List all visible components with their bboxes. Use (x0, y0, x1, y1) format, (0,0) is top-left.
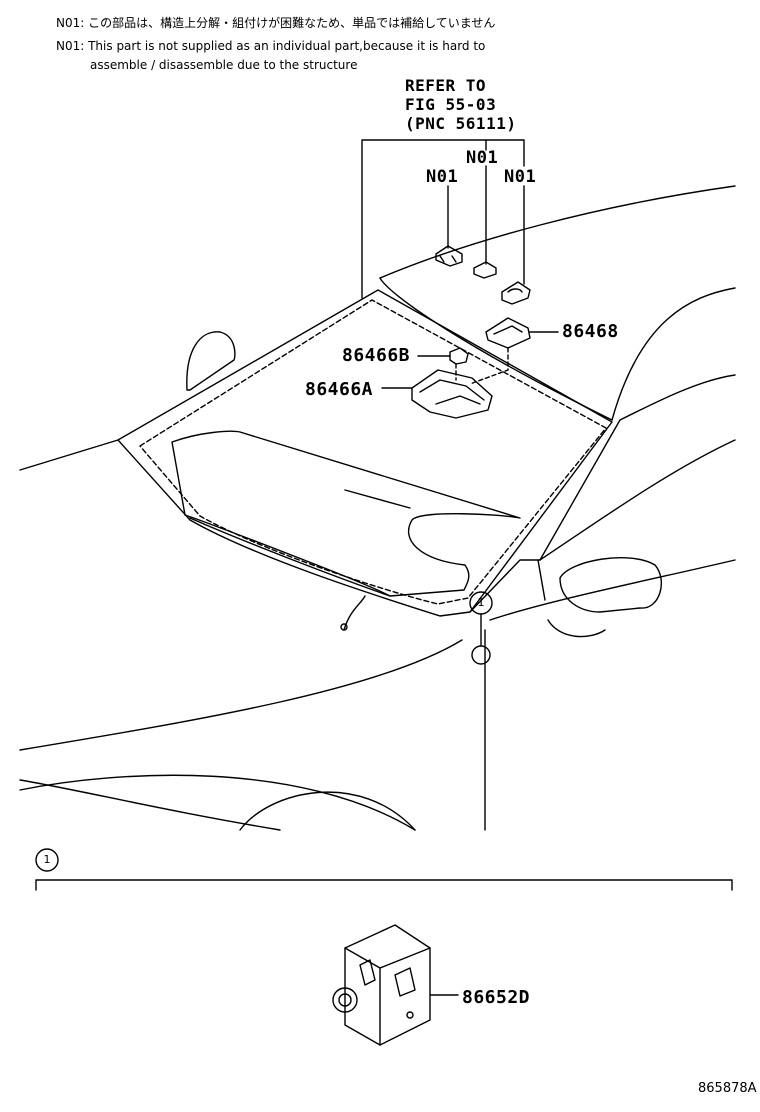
callout-dot (471, 645, 491, 665)
note-en-line1: N01: This part is not supplied as an ind… (56, 39, 486, 53)
dashboard (171, 430, 521, 597)
clip-mid (473, 261, 497, 279)
section-rule (35, 879, 733, 891)
right-mirror-base (547, 619, 606, 638)
note-jp: N01: この部品は、構造上分解・組付けが困難なため、単品では補給していません (56, 16, 496, 30)
part-86652d-label[interactable]: 86652D (462, 987, 531, 1008)
windshield-outer (117, 289, 613, 617)
door-beltline (489, 559, 736, 621)
windshield-inner (139, 299, 607, 605)
roof-line (379, 185, 736, 279)
refer-line2: FIG 55-03 (405, 95, 497, 114)
hood-left-edge (19, 779, 281, 831)
n01-left-label: N01 (426, 167, 459, 187)
clip-left (435, 245, 463, 267)
assembly-dash-1 (469, 347, 509, 385)
wheel-arch (239, 791, 416, 831)
part-86468-shape (485, 317, 531, 349)
part-86466a-shape (411, 369, 493, 419)
note-en-line2: assemble / disassemble due to the struct… (90, 58, 358, 72)
part-86466b-label[interactable]: 86466B (342, 345, 411, 366)
left-mirror (186, 331, 236, 391)
clip-right (501, 281, 531, 305)
dash-vent (344, 489, 411, 509)
section-marker-circle (35, 848, 59, 872)
n01-right-label: N01 (504, 167, 537, 187)
part-86466b-shape (449, 347, 469, 365)
right-mirror (559, 557, 663, 613)
roof-inner-line (379, 277, 613, 421)
n01-mid-label: N01 (466, 148, 499, 168)
figure-id: 865878A (698, 1081, 757, 1096)
front-fender (19, 774, 416, 831)
hood-line (19, 639, 463, 751)
a-pillar-right (469, 419, 621, 613)
door-window-post (537, 559, 546, 601)
section-marker-label: 1 (43, 853, 51, 866)
part-86466a-label[interactable]: 86466A (305, 379, 374, 400)
refer-line3: (PNC 56111) (405, 114, 517, 133)
part-86468-label[interactable]: 86468 (562, 321, 619, 342)
part-86652d-body (344, 924, 431, 1046)
refer-line1: REFER TO (405, 76, 487, 95)
door-frame (619, 374, 736, 421)
callout-label-top[interactable]: 1 (477, 596, 485, 609)
refer-bracket (361, 139, 525, 299)
a-pillar-left (19, 439, 119, 471)
dash-lower (189, 517, 391, 597)
door-frame-inner (539, 439, 736, 561)
roof-right-edge (611, 287, 736, 421)
washer-wire (343, 595, 366, 631)
